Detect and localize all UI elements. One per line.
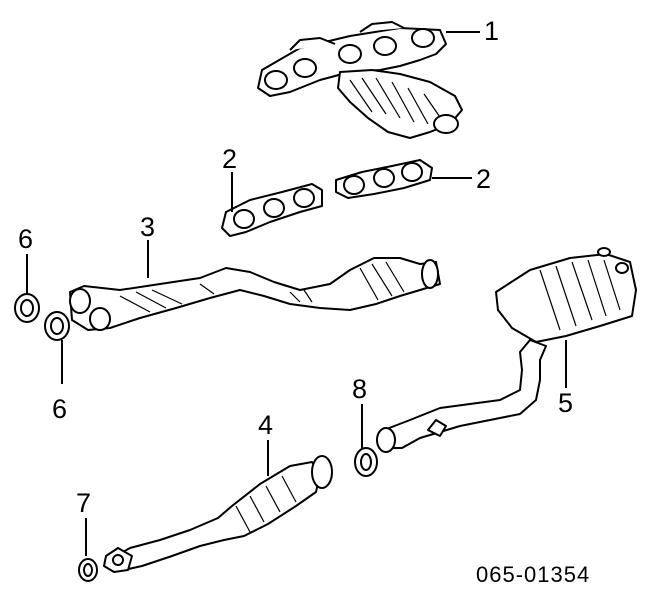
callout-6-top: 6: [18, 224, 33, 254]
callout-2-left: 2: [222, 144, 237, 174]
manifold-gasket-left: [221, 183, 323, 237]
gasket-ring-top: [14, 293, 40, 323]
exhaust-manifold: [257, 21, 463, 139]
tail-pipe-muffler: [376, 247, 637, 453]
callout-3: 3: [140, 212, 155, 242]
callout-8: 8: [352, 374, 367, 404]
center-exhaust-pipe: [103, 455, 333, 573]
callout-5: 5: [558, 388, 573, 418]
front-exhaust-pipe: [69, 257, 441, 331]
gasket-ring-small: [78, 558, 98, 582]
callout-4: 4: [258, 410, 273, 440]
callout-7: 7: [76, 488, 91, 518]
callout-2-right: 2: [476, 164, 491, 194]
gasket-ring-bottom: [44, 311, 70, 341]
callout-1: 1: [484, 16, 499, 46]
drawing-code: 065-01354: [476, 562, 590, 587]
manifold-gasket-right: [335, 159, 433, 199]
gasket-ring-center: [354, 447, 378, 477]
callout-6-bottom: 6: [52, 394, 67, 424]
